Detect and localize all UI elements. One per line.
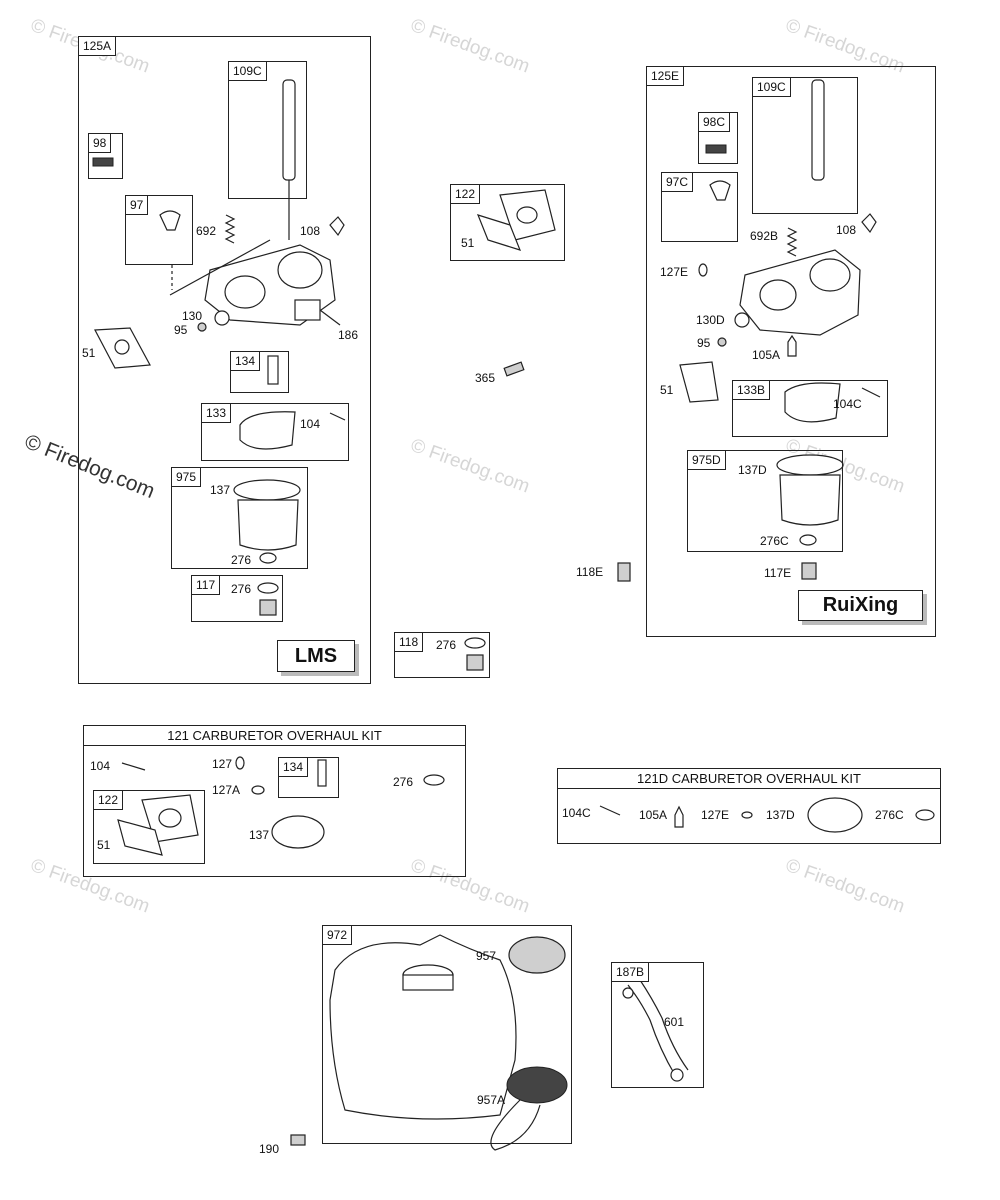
label-51: 51: [461, 236, 475, 250]
label-127: 127: [212, 757, 233, 771]
callout-125A: 125A: [78, 36, 117, 56]
label-957: 957: [476, 949, 497, 963]
subassembly-134: [278, 757, 339, 798]
label-137: 137: [210, 483, 231, 497]
callout-134: 134: [278, 757, 309, 777]
label-130D: 130D: [696, 313, 725, 327]
callout-134: 134: [230, 351, 261, 371]
label-127E: 127E: [701, 808, 730, 822]
brand-badge-ruixing: RuiXing: [798, 590, 923, 621]
assembly-125E: [646, 66, 936, 637]
callout-972: 972: [322, 925, 353, 945]
assembly-122: [450, 184, 565, 261]
label-108: 108: [300, 224, 321, 238]
label-95: 95: [697, 336, 711, 350]
label-104C: 104C: [562, 806, 591, 820]
callout-109C: 109C: [752, 77, 791, 97]
subassembly-133B: [732, 380, 888, 437]
assembly-972: [322, 925, 572, 1144]
label-276: 276: [231, 582, 252, 596]
label-51: 51: [97, 838, 111, 852]
label-692B: 692B: [750, 229, 779, 243]
label-104: 104: [300, 417, 321, 431]
label-365: 365: [475, 371, 496, 385]
subassembly-133: [201, 403, 349, 461]
callout-133B: 133B: [732, 380, 771, 400]
label-692: 692: [196, 224, 217, 238]
callout-98: 98: [88, 133, 112, 153]
label-105A: 105A: [639, 808, 668, 822]
kit-121: 121 CARBURETOR OVERHAUL KIT: [83, 725, 466, 877]
label-104: 104: [90, 759, 111, 773]
callout-97C: 97C: [661, 172, 694, 192]
callout-187B: 187B: [611, 962, 650, 982]
subassembly-122: [93, 790, 205, 864]
label-104C: 104C: [833, 397, 862, 411]
label-127E: 127E: [660, 265, 689, 279]
label-118E: 118E: [576, 565, 604, 579]
subassembly-109C: [752, 77, 858, 214]
subassembly-975: [171, 467, 308, 569]
callout-125E: 125E: [646, 66, 685, 86]
callout-118: 118: [394, 632, 424, 652]
label-130: 130: [182, 309, 203, 323]
callout-975D: 975D: [687, 450, 726, 470]
subassembly-117: [191, 575, 283, 622]
callout-117: 117: [191, 575, 221, 595]
label-137D: 137D: [766, 808, 795, 822]
label-117E: 117E: [764, 566, 792, 580]
label-957A: 957A: [477, 1093, 506, 1107]
kit-121D: 121D CARBURETOR OVERHAUL KIT: [557, 768, 941, 844]
callout-122: 122: [450, 184, 481, 204]
label-127A: 127A: [212, 783, 241, 797]
callout-133: 133: [201, 403, 232, 423]
label-105A: 105A: [752, 348, 781, 362]
label-276: 276: [393, 775, 414, 789]
kit-121D-title: 121D CARBURETOR OVERHAUL KIT: [558, 769, 940, 789]
label-95: 95: [174, 323, 188, 337]
assembly-187B: [611, 962, 704, 1088]
callout-97: 97: [125, 195, 149, 215]
label-276: 276: [436, 638, 457, 652]
callout-98C: 98C: [698, 112, 731, 132]
label-186: 186: [338, 328, 359, 342]
label-137D: 137D: [738, 463, 767, 477]
label-276: 276: [231, 553, 252, 567]
label-276C: 276C: [875, 808, 904, 822]
callout-122: 122: [93, 790, 124, 810]
callout-109C: 109C: [228, 61, 267, 81]
label-51: 51: [82, 346, 96, 360]
subassembly-97: [125, 195, 193, 265]
assembly-118: [394, 632, 490, 678]
label-51: 51: [660, 383, 674, 397]
subassembly-975D: [687, 450, 843, 552]
label-190: 190: [259, 1142, 280, 1156]
label-601: 601: [664, 1015, 685, 1029]
subassembly-97C: [661, 172, 738, 242]
label-137: 137: [249, 828, 270, 842]
kit-121-title: 121 CARBURETOR OVERHAUL KIT: [84, 726, 465, 746]
label-276C: 276C: [760, 534, 789, 548]
brand-badge-lms: LMS: [277, 640, 355, 672]
assembly-125A: [78, 36, 371, 684]
label-108: 108: [836, 223, 857, 237]
callout-975: 975: [171, 467, 202, 487]
subassembly-109C: [228, 61, 307, 199]
